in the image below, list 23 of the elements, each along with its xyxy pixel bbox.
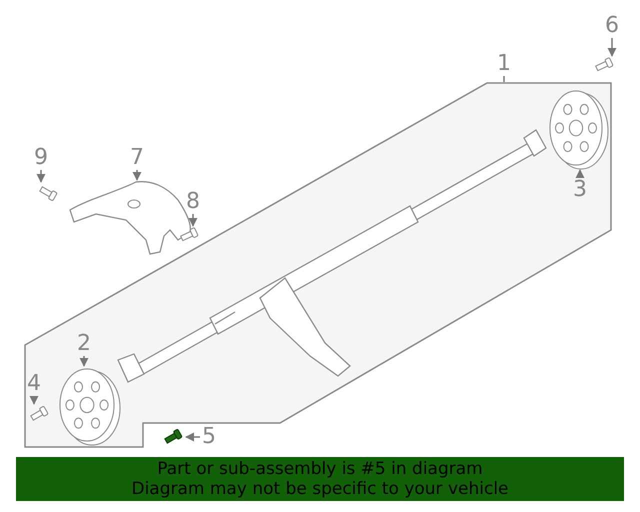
bolt-icon <box>593 56 615 74</box>
leader-line <box>503 76 505 82</box>
banner-text: Part or sub-assembly is #5 in diagram <box>157 459 483 479</box>
leader-line <box>80 356 88 367</box>
leader-line <box>36 170 46 183</box>
callout-number: 7 <box>128 146 146 170</box>
callout-number: 8 <box>184 190 202 214</box>
callout-number: 9 <box>32 146 50 170</box>
banner-text: Diagram may not be specific to your vehicle <box>131 479 508 499</box>
callout-number: 4 <box>25 372 43 396</box>
leader-line <box>30 396 38 405</box>
bolt-icon <box>177 226 201 244</box>
callout-number: 5 <box>200 425 218 449</box>
callout-number: 1 <box>495 52 513 76</box>
leader-line <box>188 214 198 227</box>
callout-number: 6 <box>603 14 621 38</box>
callout-number: 3 <box>571 178 589 202</box>
leader-line <box>608 38 616 57</box>
leader-line <box>576 169 584 178</box>
callout-number: 2 <box>75 332 93 356</box>
leader-line <box>185 432 200 442</box>
leader-line <box>132 170 142 181</box>
bolt-icon <box>28 404 50 424</box>
